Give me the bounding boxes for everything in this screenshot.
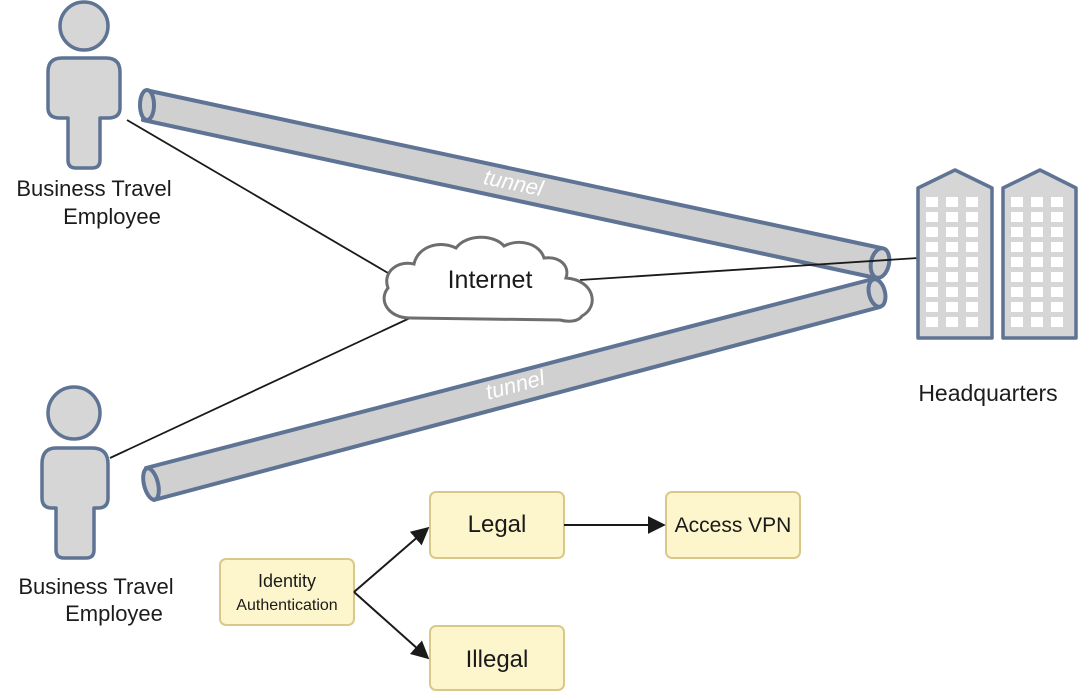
arrow-identity-to-legal [353,526,430,593]
building-icon [916,168,994,340]
building-window [1031,212,1043,222]
building-window [946,212,958,222]
employee-top-label-line2: Employee [63,204,161,229]
headquarters-label: Headquarters [918,380,1057,406]
employee-top: Business Travel Employee [16,0,172,229]
building-window [966,257,978,267]
link-employee-bottom-internet [109,317,411,459]
building-window [946,287,958,297]
link-employee-top-internet [126,119,401,281]
illegal-box: Illegal [429,625,565,691]
building-window [966,227,978,237]
tunnel-top: tunnel [138,88,892,280]
building-window [946,317,958,327]
building-window [1031,287,1043,297]
building-window [1051,242,1063,252]
building-window [946,302,958,312]
building-window [966,287,978,297]
employee-bottom-label-line1: Business Travel [18,574,173,599]
internet-cloud: Internet [382,235,594,323]
building-window [966,242,978,252]
building-window [1051,227,1063,237]
building-window [946,197,958,207]
building-window [1011,272,1023,282]
building-window [926,272,938,282]
building-window [1051,287,1063,297]
building-window [966,317,978,327]
identity-label-line2: Authentication [236,597,337,614]
employee-top-label-line1: Business Travel [16,176,171,201]
building-window [926,287,938,297]
person-icon [46,0,122,170]
building-window [1011,242,1023,252]
building-window [966,272,978,282]
building-window [1011,257,1023,267]
building-window [1031,272,1043,282]
building-window [926,317,938,327]
person-icon [40,385,110,560]
building-window [1051,317,1063,327]
arrow-identity-to-illegal [353,591,430,660]
building-window [1031,197,1043,207]
access-vpn-box: Access VPN [665,491,801,559]
building-window [1051,302,1063,312]
headquarters: Headquarters [916,168,1078,406]
building-window [966,212,978,222]
building-window [1051,212,1063,222]
building-window [926,212,938,222]
building-window [1031,317,1043,327]
building-window [1011,317,1023,327]
building-window [966,302,978,312]
building-window [926,302,938,312]
link-internet-headquarters [579,257,919,281]
building-window [926,242,938,252]
building-window [926,227,938,237]
building-window [1051,197,1063,207]
employee-bottom: Business Travel Employee [18,385,174,626]
employee-bottom-label-line2: Employee [65,601,163,626]
illegal-label: Illegal [466,646,529,673]
building-window [1031,242,1043,252]
building-icon [1001,168,1078,340]
building-window [1031,227,1043,237]
building-window [966,197,978,207]
legal-label: Legal [468,511,527,538]
identity-authentication-box: Identity Authentication [219,558,355,626]
access-vpn-label: Access VPN [675,514,792,537]
identity-label-line1: Identity [258,571,316,591]
legal-box: Legal [429,491,565,559]
building-window [946,227,958,237]
building-window [1011,227,1023,237]
building-window [946,272,958,282]
building-window [1051,257,1063,267]
building-window [1031,302,1043,312]
building-window [926,257,938,267]
building-window [926,197,938,207]
building-window [1011,287,1023,297]
building-window [1051,272,1063,282]
building-window [1031,257,1043,267]
building-window [1011,212,1023,222]
building-window [946,257,958,267]
internet-label: Internet [448,266,533,294]
building-window [1011,197,1023,207]
building-window [946,242,958,252]
tunnel-bottom: tunnel [141,277,888,502]
building-window [1011,302,1023,312]
